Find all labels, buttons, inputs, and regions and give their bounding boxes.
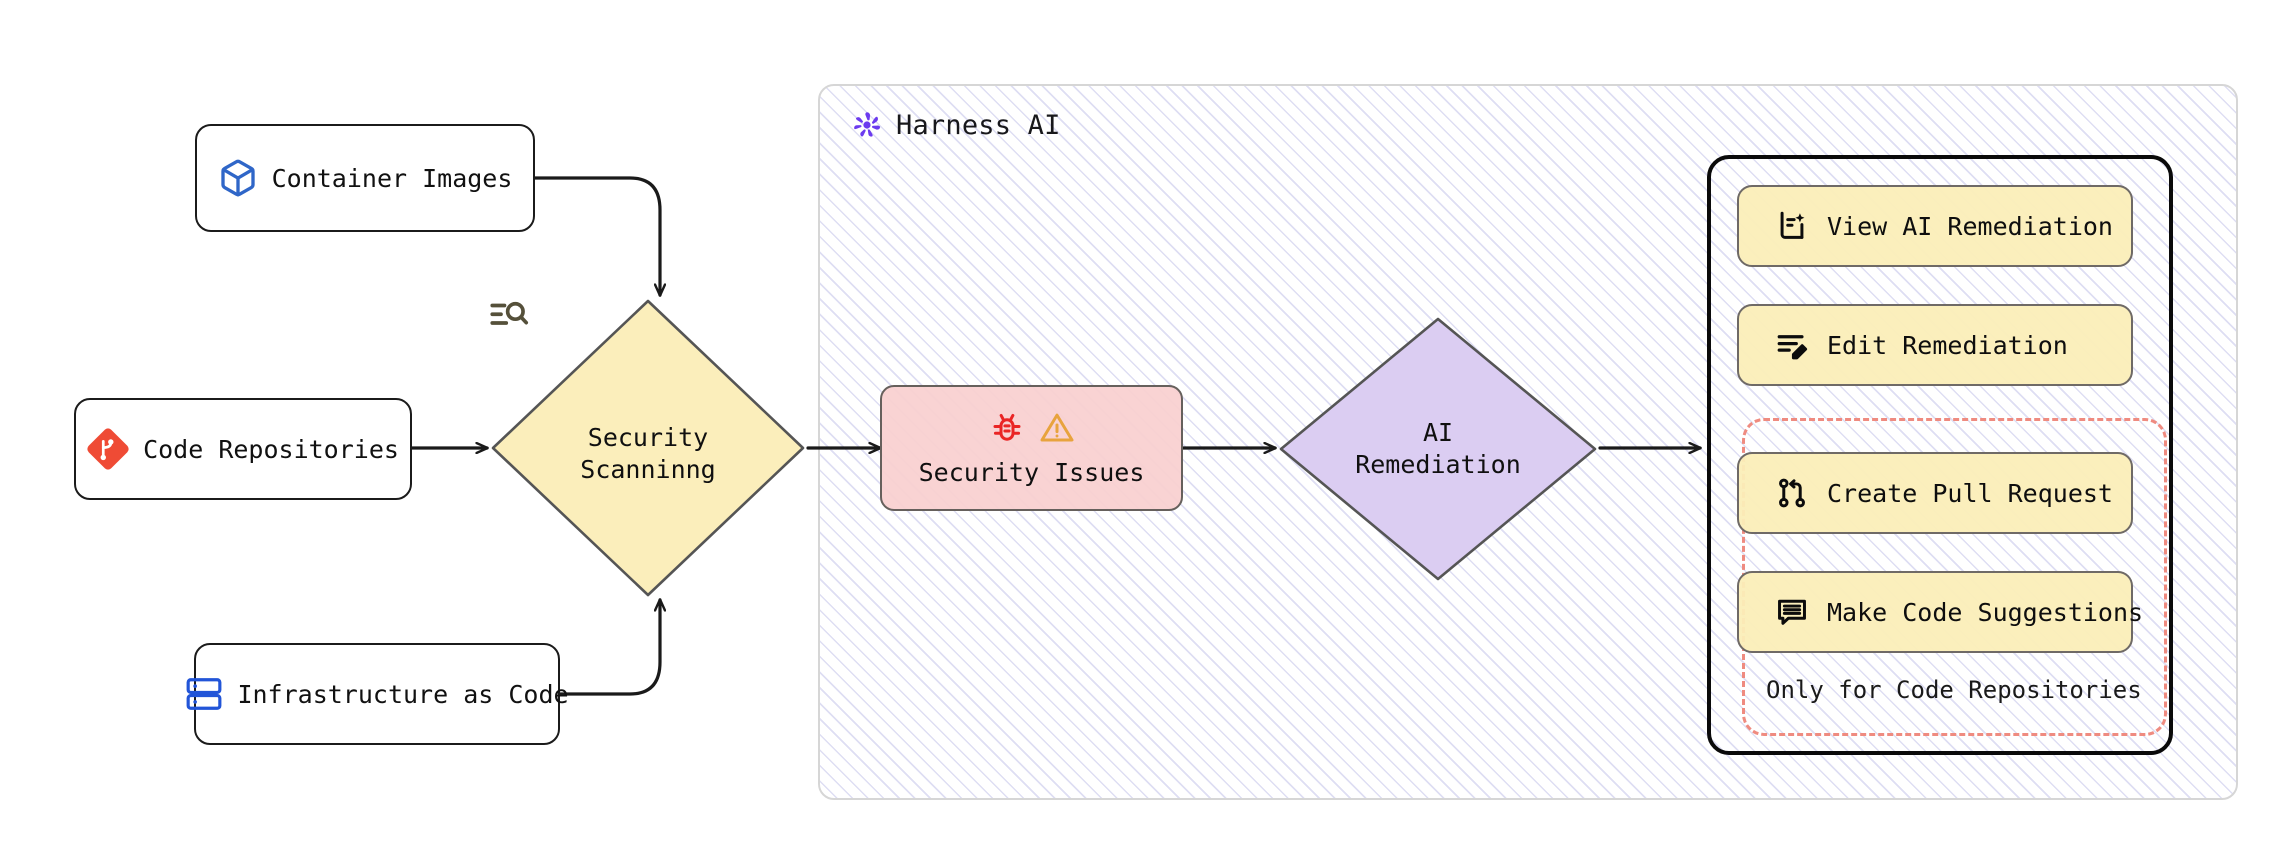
subgraph-title-label: Harness AI [896,109,1061,141]
actions-caption: Only for Code Repositories [1766,676,2142,704]
ai-remediation-line1: AI [1422,417,1454,447]
node-security-scanning-label: Security Scanninng [487,295,809,601]
security-issues-icons [989,410,1075,452]
action-label: View AI Remediation [1827,211,2113,241]
node-security-scanning[interactable]: Security Scanninng [487,295,809,601]
action-label: Edit Remediation [1827,330,2068,360]
action-label: Create Pull Request [1827,478,2113,508]
node-security-issues-label: Security Issues [918,457,1145,487]
node-ai-remediation[interactable]: AI Remediation [1275,313,1601,585]
action-view-ai-remediation[interactable]: View AI Remediation [1737,185,2133,267]
bug-icon [989,410,1025,452]
node-code-repositories-label: Code Repositories [143,434,399,464]
action-create-pull-request[interactable]: Create Pull Request [1737,452,2133,534]
node-infrastructure-as-code[interactable]: Infrastructure as Code [187,643,569,745]
pull-request-icon [1775,476,1809,510]
warning-triangle-icon [1039,410,1075,452]
cube-icon [218,158,258,198]
harness-pinwheel-icon [850,108,884,142]
security-scanning-line1: Security [587,422,709,452]
comment-lines-icon [1775,595,1809,629]
node-container-images-label: Container Images [271,163,513,193]
edge-container-to-scan [533,176,660,295]
node-code-repositories[interactable]: Code Repositories [74,398,412,500]
server-stack-icon [185,675,223,713]
node-ai-remediation-label: AI Remediation [1275,313,1601,585]
edge-iac-to-scan [558,600,660,696]
git-diamond-icon [87,428,129,470]
security-scanning-line2: Scanninng [580,455,716,484]
action-edit-remediation[interactable]: Edit Remediation [1737,304,2133,386]
ai-document-sparkle-icon [1775,209,1809,243]
ai-remediation-line2: Remediation [1355,450,1521,479]
action-make-code-suggestions[interactable]: Make Code Suggestions [1737,571,2143,653]
actions-cluster [1707,155,2173,755]
node-infrastructure-as-code-label: Infrastructure as Code [237,679,569,709]
node-container-images[interactable]: Container Images [195,124,535,232]
lines-pencil-icon [1775,328,1809,362]
action-label: Make Code Suggestions [1827,597,2144,627]
node-security-issues[interactable]: Security Issues [880,385,1183,511]
subgraph-title: Harness AI [850,108,1061,142]
